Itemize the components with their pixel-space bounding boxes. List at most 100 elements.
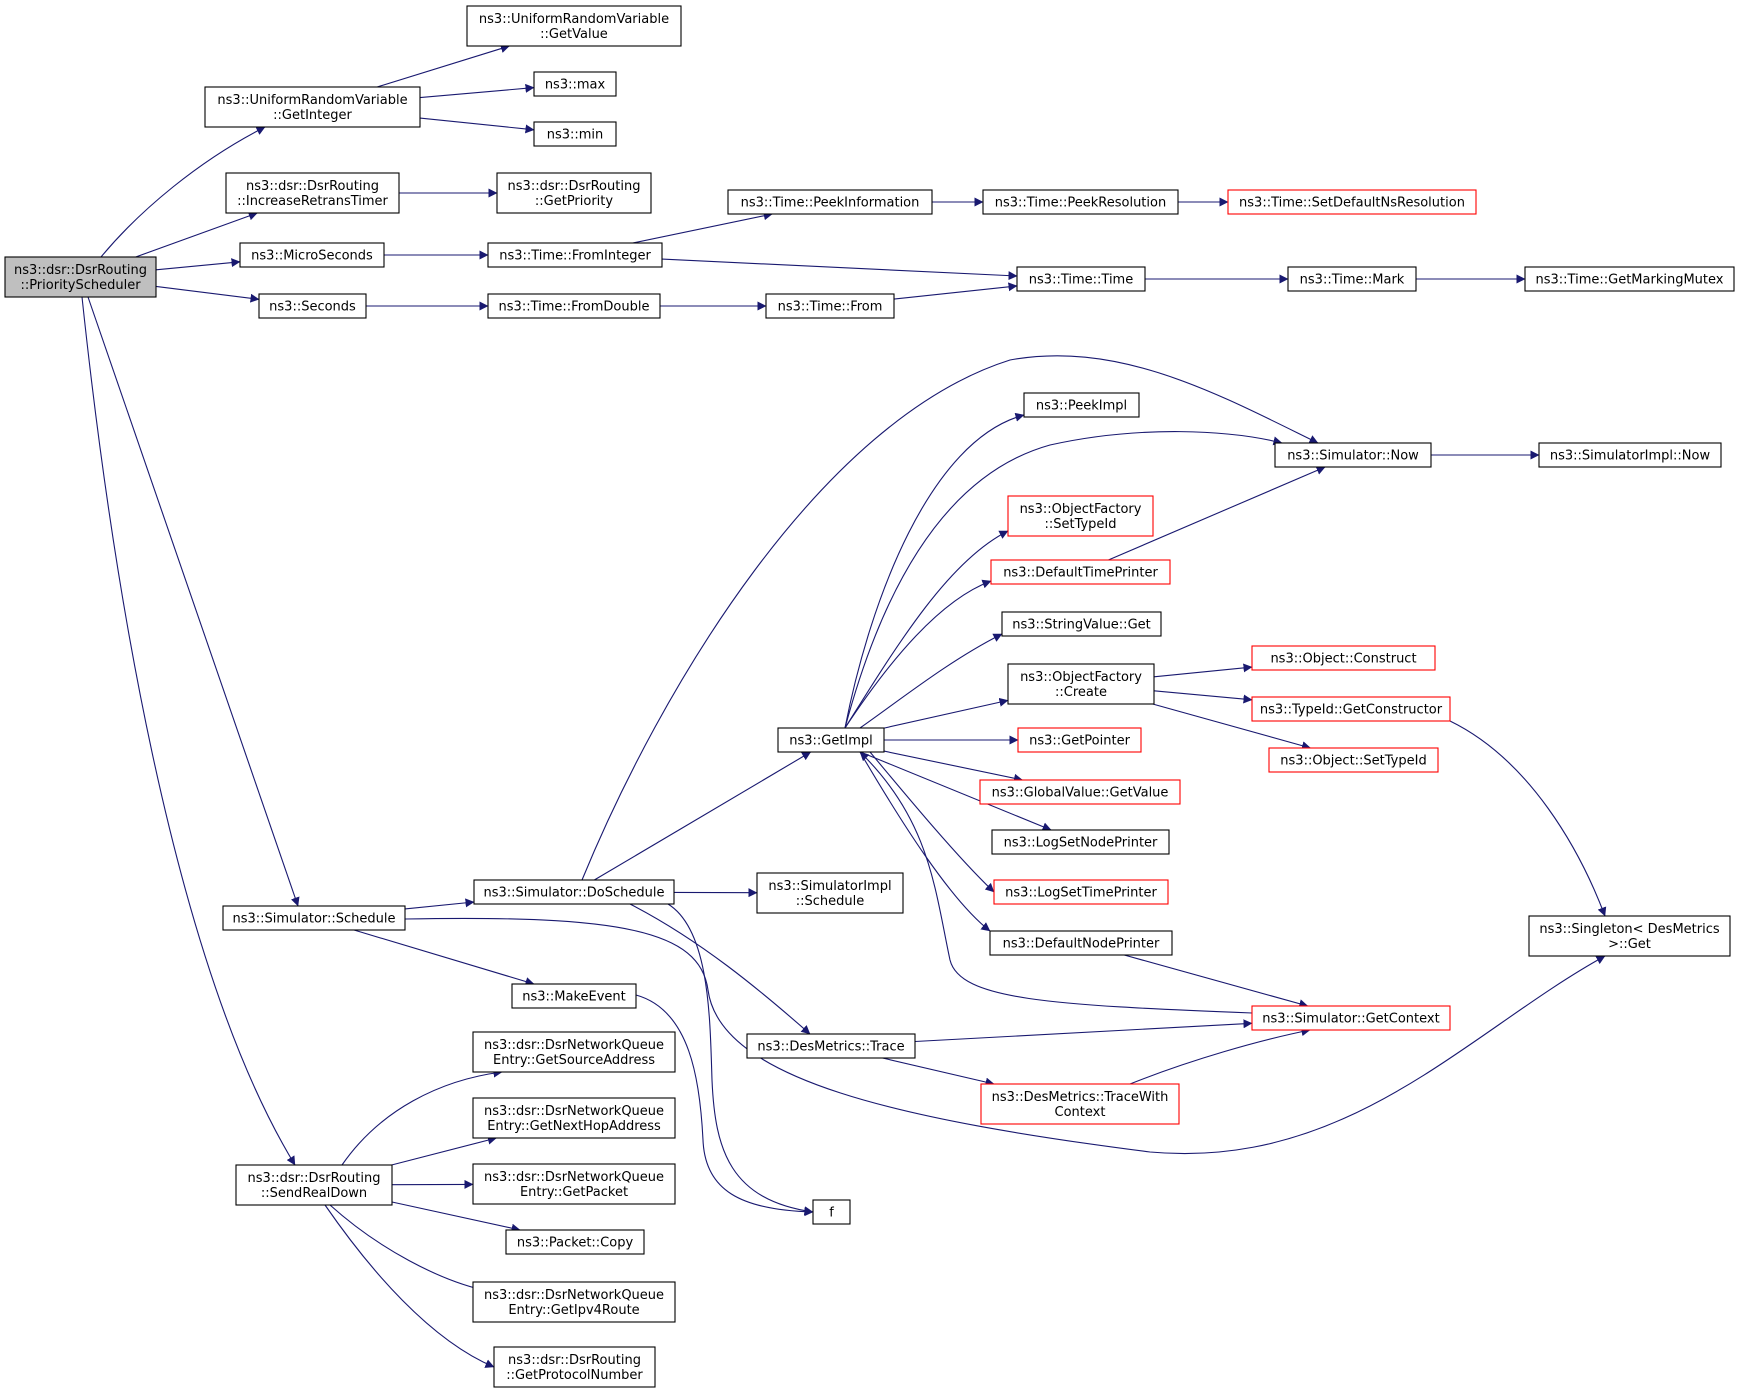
node-get-priority[interactable]: ns3::dsr::DsrRouting::GetPriority <box>496 172 652 214</box>
edge-typeid_getconstructor-to-singleton_get <box>1449 720 1607 917</box>
node-typeid-getconstructor[interactable]: ns3::TypeId::GetConstructor <box>1251 696 1451 722</box>
node-box <box>1274 442 1432 468</box>
node-makeevent[interactable]: ns3::MakeEvent <box>511 983 637 1009</box>
node-min[interactable]: ns3::min <box>533 121 617 147</box>
edge-getimpl-to-stringvalue_get <box>859 633 1003 729</box>
node-root[interactable]: ns3::dsr::DsrRouting::PriorityScheduler <box>4 256 157 298</box>
node-stringvalue-get[interactable]: ns3::StringValue::Get <box>1001 611 1162 637</box>
node-label: ns3::Time::GetMarkingMutex <box>1536 273 1724 288</box>
node-object-settypeid[interactable]: ns3::Object::SetTypeId <box>1268 747 1439 773</box>
edge-desmetrics_tracewithcontext-to-sim_getcontext <box>1129 1027 1311 1085</box>
node-label: ns3::Simulator::GetContext <box>1262 1012 1439 1027</box>
node-label: ns3::Time::FromDouble <box>499 300 650 315</box>
edge-root-to-urv_getinteger <box>100 126 266 258</box>
node-label: ::SendRealDown <box>261 1186 367 1201</box>
node-box <box>4 256 157 298</box>
node-urv-getvalue[interactable]: ns3::UniformRandomVariable::GetValue <box>466 5 682 47</box>
edge-sim_schedule-to-sim_doschedule <box>404 898 475 910</box>
node-label: f <box>829 1206 834 1221</box>
node-label: ns3::UniformRandomVariable <box>217 93 407 108</box>
node-box <box>1001 611 1162 637</box>
node-box <box>982 189 1179 215</box>
node-desmetrics-trace[interactable]: ns3::DesMetrics::Trace <box>746 1033 916 1059</box>
edge-root-to-seconds <box>155 285 260 303</box>
edge-sim_getcontext-to-getimpl <box>859 751 1253 1014</box>
node-label: Context <box>1055 1105 1106 1120</box>
edge-makeevent-to-f <box>635 994 814 1217</box>
node-box <box>487 293 661 319</box>
node-get-protocolnumber[interactable]: ns3::dsr::DsrRouting::GetProtocolNumber <box>493 1346 656 1388</box>
node-label: ns3::dsr::DsrRouting <box>248 1171 381 1186</box>
node-time-getmutex[interactable]: ns3::Time::GetMarkingMutex <box>1524 266 1735 292</box>
node-of-settypeid[interactable]: ns3::ObjectFactory::SetTypeId <box>1007 495 1154 537</box>
node-label: Entry::GetNextHopAddress <box>487 1119 661 1134</box>
node-getpointer[interactable]: ns3::GetPointer <box>1017 727 1142 753</box>
node-max[interactable]: ns3::max <box>533 71 617 97</box>
node-time-from[interactable]: ns3::Time::From <box>765 293 895 319</box>
node-label: ::GetPriority <box>535 194 614 209</box>
node-nqe-getipv4route[interactable]: ns3::dsr::DsrNetworkQueueEntry::GetIpv4R… <box>472 1281 676 1323</box>
node-peekimpl[interactable]: ns3::PeekImpl <box>1023 392 1140 418</box>
node-simimpl-schedule[interactable]: ns3::SimulatorImpl::Schedule <box>756 872 904 914</box>
edge-getimpl-to-sim_now <box>844 431 1283 729</box>
node-label: ns3::dsr::DsrRouting <box>508 179 641 194</box>
node-nqe-getpacket[interactable]: ns3::dsr::DsrNetworkQueueEntry::GetPacke… <box>472 1163 676 1205</box>
node-label: ns3::Simulator::DoSchedule <box>483 886 664 901</box>
node-logsetnodeprinter[interactable]: ns3::LogSetNodePrinter <box>991 829 1170 855</box>
edge-urv_getinteger-to-max <box>419 83 535 99</box>
node-label: ns3::SimulatorImpl::Now <box>1550 449 1711 464</box>
node-label: ns3::max <box>545 78 606 93</box>
edge-getimpl-to-peekimpl <box>844 412 1025 729</box>
node-object-construct[interactable]: ns3::Object::Construct <box>1251 645 1436 671</box>
node-urv-getinteger[interactable]: ns3::UniformRandomVariable::GetInteger <box>204 86 421 128</box>
node-sendrealdown[interactable]: ns3::dsr::DsrRouting::SendRealDown <box>235 1164 393 1206</box>
node-box <box>1268 747 1439 773</box>
node-packet-copy[interactable]: ns3::Packet::Copy <box>505 1229 645 1255</box>
node-seconds[interactable]: ns3::Seconds <box>258 293 367 319</box>
edge-sim_doschedule-to-sim_now <box>581 355 1319 881</box>
node-label: ns3::dsr::DsrNetworkQueue <box>484 1288 664 1303</box>
node-label: ns3::GetPointer <box>1029 734 1130 749</box>
node-box <box>991 829 1170 855</box>
node-globalvalue-getvalue[interactable]: ns3::GlobalValue::GetValue <box>979 779 1181 805</box>
node-microseconds[interactable]: ns3::MicroSeconds <box>239 242 385 268</box>
node-time-fromdouble[interactable]: ns3::Time::FromDouble <box>487 293 661 319</box>
node-nqe-getnexthop[interactable]: ns3::dsr::DsrNetworkQueueEntry::GetNextH… <box>472 1097 676 1139</box>
node-nqe-getsource[interactable]: ns3::dsr::DsrNetworkQueueEntry::GetSourc… <box>472 1031 676 1073</box>
node-default-time-printer[interactable]: ns3::DefaultTimePrinter <box>990 559 1171 585</box>
node-label: Entry::GetPacket <box>520 1185 628 1200</box>
node-box <box>472 1031 676 1073</box>
node-f[interactable]: f <box>812 1199 851 1225</box>
node-box <box>1251 1005 1451 1031</box>
node-defaultnodeprinter[interactable]: ns3::DefaultNodePrinter <box>989 930 1173 956</box>
node-box <box>258 293 367 319</box>
node-box <box>533 121 617 147</box>
node-label: Entry::GetSourceAddress <box>493 1053 655 1068</box>
node-sim-now[interactable]: ns3::Simulator::Now <box>1274 442 1432 468</box>
node-label: >::Get <box>1608 937 1651 952</box>
node-time-frominteger[interactable]: ns3::Time::FromInteger <box>487 242 663 268</box>
node-getimpl[interactable]: ns3::GetImpl <box>777 727 885 753</box>
node-incr-retrans[interactable]: ns3::dsr::DsrRouting::IncreaseRetransTim… <box>225 172 400 214</box>
node-box <box>1007 663 1155 705</box>
node-sim-schedule[interactable]: ns3::Simulator::Schedule <box>222 905 406 931</box>
node-time-peekinfo[interactable]: ns3::Time::PeekInformation <box>727 189 933 215</box>
node-logsettimeprinter[interactable]: ns3::LogSetTimePrinter <box>993 879 1169 905</box>
edge-getimpl-to-logsetnodeprinter <box>860 751 1052 831</box>
node-singleton-get[interactable]: ns3::Singleton< DesMetrics >::Get <box>1528 915 1731 957</box>
node-simimpl-now[interactable]: ns3::SimulatorImpl::Now <box>1538 442 1722 468</box>
node-box <box>496 172 652 214</box>
node-sim-doschedule[interactable]: ns3::Simulator::DoSchedule <box>473 879 675 905</box>
edge-sim_schedule-to-singleton_get <box>404 917 1606 1154</box>
node-time-setdefault[interactable]: ns3::Time::SetDefaultNsResolution <box>1227 189 1477 215</box>
node-time-mark[interactable]: ns3::Time::Mark <box>1287 266 1417 292</box>
node-sim-getcontext[interactable]: ns3::Simulator::GetContext <box>1251 1005 1451 1031</box>
node-of-create[interactable]: ns3::ObjectFactory::Create <box>1007 663 1155 705</box>
node-label: ns3::Time::PeekResolution <box>995 196 1166 211</box>
edge-time_frominteger-to-time_time <box>661 258 1018 281</box>
node-box <box>993 879 1169 905</box>
node-time-time[interactable]: ns3::Time::Time <box>1016 266 1146 292</box>
node-label: ns3::Seconds <box>269 300 356 315</box>
node-time-peekres[interactable]: ns3::Time::PeekResolution <box>982 189 1179 215</box>
